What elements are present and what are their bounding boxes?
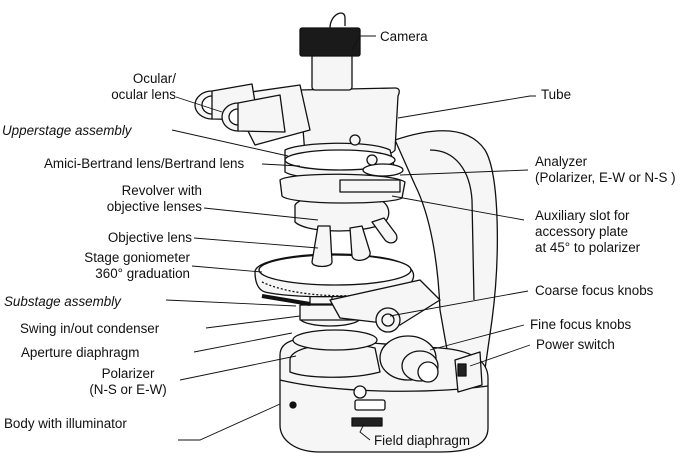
substage [289, 343, 381, 378]
label-tube: Tube [541, 87, 572, 102]
label-goniometer-line1: Stage goniometer [84, 250, 190, 265]
label-stage-goniometer: Stage goniometer 360° graduation [40, 250, 190, 282]
label-body-illuminator: Body with illuminator [4, 416, 127, 431]
label-aperture-diaphragm: Aperture diaphragm [21, 345, 140, 360]
label-auxiliary-slot: Auxiliary slot for accessory plate at 45… [535, 208, 640, 256]
label-ocular-line1: Ocular/ [132, 71, 176, 86]
label-ocular-line2: ocular lens [111, 87, 176, 102]
label-power-switch: Power switch [536, 337, 615, 352]
label-upperstage-assembly: Upperstage assembly [2, 123, 132, 138]
label-polarizer-line2: (N-S or E-W) [89, 382, 167, 397]
label-field-diaphragm: Field diaphragm [374, 433, 471, 448]
camera-body [299, 27, 361, 57]
label-analyzer-line1: Analyzer [535, 154, 588, 169]
label-objective-lens: Objective lens [107, 230, 192, 245]
label-coarse-focus: Coarse focus knobs [535, 283, 654, 298]
label-revolver-line2: objective lenses [106, 199, 202, 214]
label-swing-condenser: Swing in/out condenser [20, 321, 160, 336]
label-camera: Camera [380, 29, 428, 44]
label-auxiliary-line1: Auxiliary slot for [535, 208, 630, 223]
label-amici-bertrand: Amici-Bertrand lens/Bertrand lens [44, 156, 245, 171]
label-ocular: Ocular/ ocular lens [86, 71, 176, 103]
label-auxiliary-line3: at 45° to polarizer [535, 240, 641, 255]
label-revolver: Revolver with objective lenses [54, 183, 202, 215]
label-polarizer: Polarizer (N-S or E-W) [76, 366, 180, 398]
label-fine-focus: Fine focus knobs [530, 317, 632, 332]
label-substage-assembly: Substage assembly [4, 294, 121, 309]
label-analyzer-line2: (Polarizer, E-W or N-S ) [535, 170, 676, 185]
label-goniometer-line2: 360° graduation [95, 266, 190, 281]
label-polarizer-line1: Polarizer [101, 366, 155, 381]
label-revolver-line1: Revolver with [121, 183, 202, 198]
label-auxiliary-line2: accessory plate [535, 224, 629, 239]
label-analyzer: Analyzer (Polarizer, E-W or N-S ) [535, 154, 676, 186]
